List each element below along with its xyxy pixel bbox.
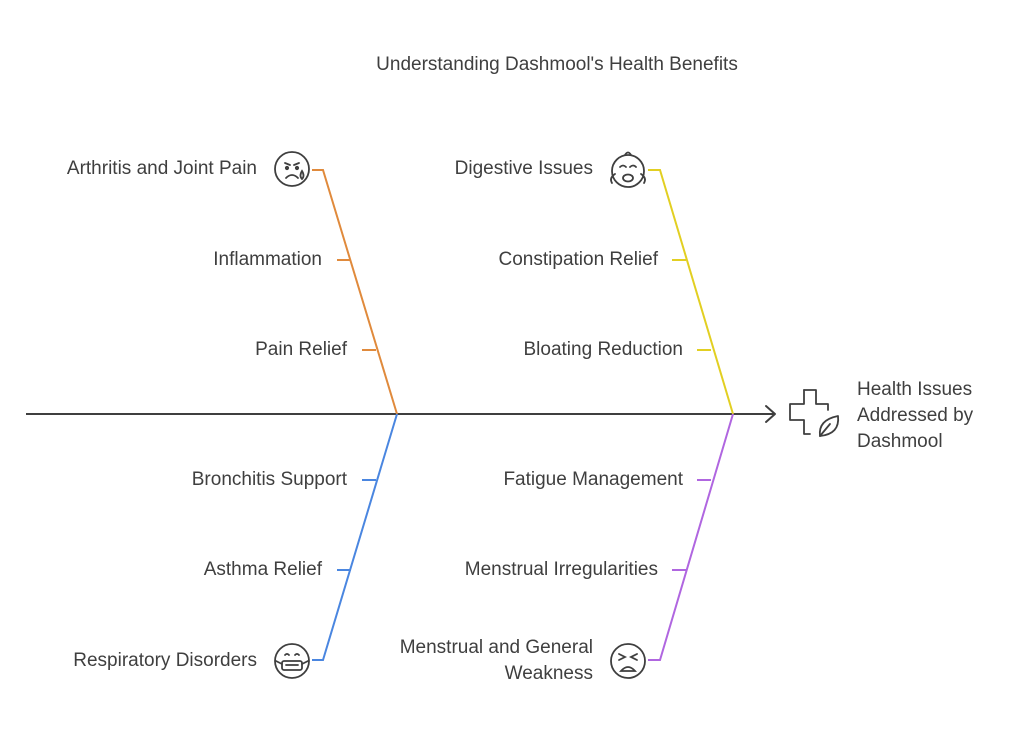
cause-label-menstrual-line: Weakness xyxy=(504,663,593,684)
tired-face-icon xyxy=(610,643,646,679)
diagram-title: Understanding Dashmool's Health Benefits xyxy=(376,54,738,75)
branch-line-digestive xyxy=(648,169,734,415)
head-label-line: Dashmool xyxy=(857,431,943,452)
cause-label-respiratory: Respiratory Disorders xyxy=(73,650,257,671)
sub-label-bloating: Bloating Reduction xyxy=(523,339,684,360)
sub-label-fatigue: Fatigue Management xyxy=(503,469,683,490)
sub-label-bronchitis: Bronchitis Support xyxy=(191,469,347,490)
sub-label-inflammation: Inflammation xyxy=(213,249,322,270)
sad-face-sweat-icon xyxy=(274,151,310,187)
branch-line-respiratory xyxy=(312,413,398,661)
sub-label-asthma: Asthma Relief xyxy=(203,559,322,580)
cause-label-menstrual-line: Menstrual and General xyxy=(399,637,593,658)
crying-baby-face-icon xyxy=(610,151,646,188)
branch-line-menstrual xyxy=(648,413,734,661)
cause-label-arthritis: Arthritis and Joint Pain xyxy=(66,158,257,179)
head-label-line: Health Issues xyxy=(857,379,973,400)
sub-label-pain-relief: Pain Relief xyxy=(255,339,347,360)
head-label-line: Addressed by xyxy=(857,405,974,426)
head-label: Health Issues Addressed by Dashmool xyxy=(857,377,973,455)
mask-face-icon xyxy=(274,643,310,679)
cause-label-menstrual: Menstrual and General Weakness xyxy=(400,635,593,687)
medical-cross-leaf-icon xyxy=(789,389,840,437)
branch-line-joint xyxy=(312,169,398,415)
cause-label-digestive: Digestive Issues xyxy=(454,158,593,179)
spine-arrowhead xyxy=(765,405,776,423)
sub-label-irregularities: Menstrual Irregularities xyxy=(464,559,658,580)
sub-label-constipation: Constipation Relief xyxy=(498,249,658,270)
